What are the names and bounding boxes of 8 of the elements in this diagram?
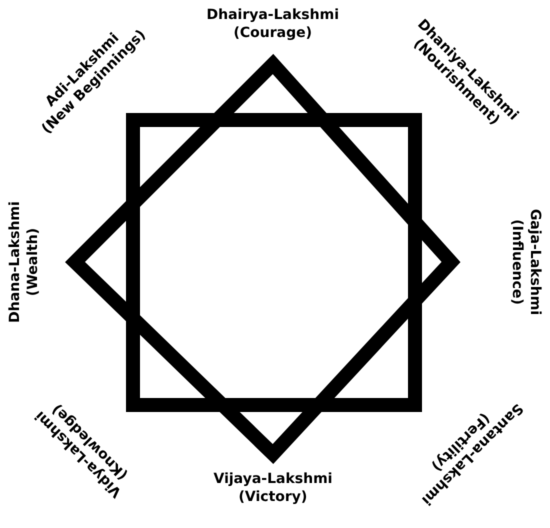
meaning-label: (Courage): [234, 24, 312, 42]
name-label: Gaja-Lakshmi: [526, 208, 544, 316]
meaning-label: (Victory): [238, 488, 308, 506]
meaning-label: (Influence): [508, 219, 526, 305]
name-label: Vijaya-Lakshmi: [214, 470, 332, 488]
name-label: Dhana-Lakshmi: [6, 201, 24, 323]
name-label: Dhairya-Lakshmi: [206, 6, 339, 24]
meaning-label: (Wealth): [24, 228, 42, 296]
